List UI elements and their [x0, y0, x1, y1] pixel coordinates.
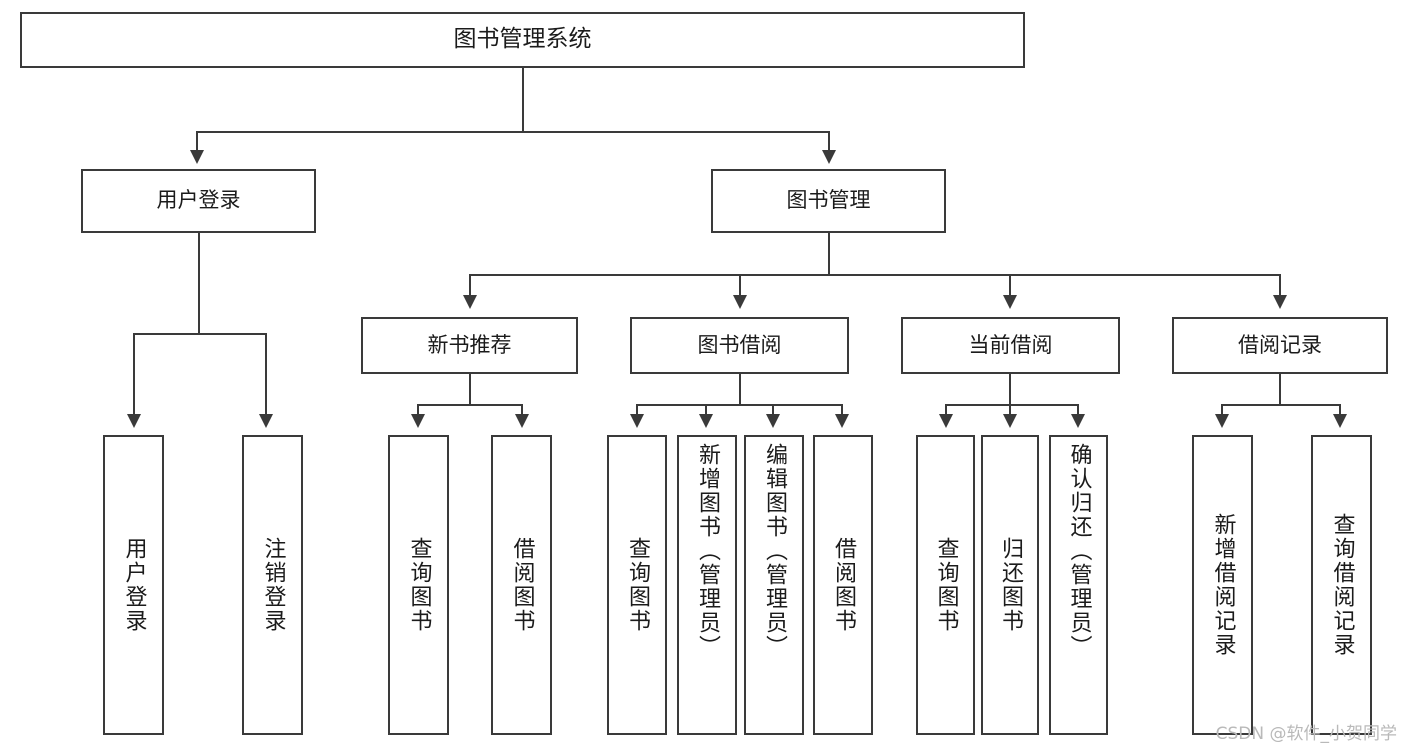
connector-user-login-drop-1 — [133, 333, 135, 417]
node-label: 用户登录 — [156, 188, 241, 213]
leaf-book-edit-admin[interactable]: 编辑图书（管理员） — [744, 435, 804, 735]
leaf-current-borrow-query[interactable]: 查询图书 — [916, 435, 975, 735]
connector-current-borrow-drop-1 — [945, 404, 947, 417]
connector-level3-bus — [469, 274, 1281, 276]
arrow-book-borrow-leaf-2 — [699, 414, 713, 428]
leaf-user-login[interactable]: 用户登录 — [103, 435, 164, 735]
csdn-watermark: CSDN @软件_小贺同学 — [1215, 724, 1397, 744]
connector-borrow-record-drop-1 — [1221, 404, 1223, 417]
connector-root-to-user-login — [196, 131, 198, 153]
arrow-borrow-record-leaf-2 — [1333, 414, 1347, 428]
arrow-to-current-borrow — [1003, 295, 1017, 309]
node-label: 确认归还（管理员） — [1066, 443, 1092, 659]
connector-book-borrow-bus — [636, 404, 842, 406]
connector-level3-drop-1 — [469, 274, 471, 298]
node-borrow-record[interactable]: 借阅记录 — [1172, 317, 1388, 374]
connector-current-borrow-stem — [1009, 374, 1011, 405]
connector-book-borrow-stem — [739, 374, 741, 405]
connector-user-login-drop-2 — [265, 333, 267, 417]
connector-book-borrow-drop-3 — [772, 404, 774, 417]
connector-root-bus — [196, 131, 830, 133]
leaf-new-book-query[interactable]: 查询图书 — [388, 435, 449, 735]
arrow-book-borrow-leaf-3 — [766, 414, 780, 428]
connector-new-book-stem — [469, 374, 471, 405]
node-label: 借阅图书 — [509, 537, 535, 633]
node-label: 图书管理系统 — [453, 26, 592, 53]
arrow-new-book-leaf-1 — [411, 414, 425, 428]
leaf-add-borrow-record[interactable]: 新增借阅记录 — [1192, 435, 1253, 735]
connector-user-login-bus — [133, 333, 266, 335]
connector-new-book-drop-2 — [521, 404, 523, 417]
arrow-user-login-leaf-2 — [259, 414, 273, 428]
connector-borrow-record-stem — [1279, 374, 1281, 405]
connector-current-borrow-drop-3 — [1077, 404, 1079, 417]
node-label: 查询图书 — [933, 537, 959, 633]
node-label: 借阅图书 — [831, 537, 856, 633]
arrow-book-borrow-leaf-4 — [835, 414, 849, 428]
connector-book-borrow-drop-4 — [841, 404, 843, 417]
node-label: 图书借阅 — [697, 332, 782, 357]
node-user-login[interactable]: 用户登录 — [81, 169, 316, 233]
connector-level3-drop-2 — [739, 274, 741, 298]
arrow-root-to-user-login — [190, 150, 204, 164]
connector-borrow-record-bus — [1221, 404, 1341, 406]
leaf-user-logout[interactable]: 注销登录 — [242, 435, 303, 735]
node-label: 新增借阅记录 — [1210, 513, 1236, 657]
connector-book-borrow-drop-2 — [705, 404, 707, 417]
arrow-new-book-leaf-2 — [515, 414, 529, 428]
node-label: 新书推荐 — [427, 332, 512, 357]
leaf-new-book-borrow[interactable]: 借阅图书 — [491, 435, 552, 735]
connector-new-book-bus — [417, 404, 523, 406]
connector-level3-drop-4 — [1279, 274, 1281, 298]
node-label: 查询借阅记录 — [1329, 513, 1355, 657]
connector-root-to-book-management — [828, 131, 830, 153]
arrow-current-borrow-leaf-3 — [1071, 414, 1085, 428]
node-label: 新增图书（管理员） — [695, 443, 720, 659]
connector-root-stem — [522, 68, 524, 132]
connector-borrow-record-drop-2 — [1339, 404, 1341, 417]
connector-book-management-stem — [828, 233, 830, 275]
arrow-current-borrow-leaf-1 — [939, 414, 953, 428]
node-label: 归还图书 — [998, 537, 1023, 633]
arrow-to-borrow-record — [1273, 295, 1287, 309]
leaf-book-borrow-action[interactable]: 借阅图书 — [813, 435, 873, 735]
node-label: 编辑图书（管理员） — [762, 443, 787, 659]
connector-user-login-stem — [198, 233, 200, 334]
leaf-return-book[interactable]: 归还图书 — [981, 435, 1039, 735]
node-book-management[interactable]: 图书管理 — [711, 169, 946, 233]
leaf-confirm-return-admin[interactable]: 确认归还（管理员） — [1049, 435, 1108, 735]
node-label: 查询图书 — [625, 537, 650, 633]
node-label: 查询图书 — [406, 537, 432, 633]
node-label: 图书管理 — [786, 188, 871, 213]
arrow-to-book-borrow — [733, 295, 747, 309]
arrow-user-login-leaf-1 — [127, 414, 141, 428]
node-label: 借阅记录 — [1238, 332, 1322, 357]
leaf-book-borrow-query[interactable]: 查询图书 — [607, 435, 667, 735]
node-new-book-recommend[interactable]: 新书推荐 — [361, 317, 578, 374]
connector-current-borrow-bus — [945, 404, 1078, 406]
node-book-borrow[interactable]: 图书借阅 — [630, 317, 849, 374]
node-label: 用户登录 — [121, 537, 147, 633]
arrow-to-new-book — [463, 295, 477, 309]
node-label: 当前借阅 — [968, 332, 1053, 357]
connector-level3-drop-3 — [1009, 274, 1011, 298]
arrow-borrow-record-leaf-1 — [1215, 414, 1229, 428]
connector-book-borrow-drop-1 — [636, 404, 638, 417]
arrow-current-borrow-leaf-2 — [1003, 414, 1017, 428]
leaf-query-borrow-record[interactable]: 查询借阅记录 — [1311, 435, 1372, 735]
node-label: 注销登录 — [260, 537, 286, 633]
connector-current-borrow-drop-2 — [1009, 404, 1011, 417]
arrow-book-borrow-leaf-1 — [630, 414, 644, 428]
connector-new-book-drop-1 — [417, 404, 419, 417]
leaf-book-add-admin[interactable]: 新增图书（管理员） — [677, 435, 737, 735]
node-book-management-system[interactable]: 图书管理系统 — [20, 12, 1025, 68]
arrow-root-to-book-management — [822, 150, 836, 164]
node-current-borrow[interactable]: 当前借阅 — [901, 317, 1120, 374]
